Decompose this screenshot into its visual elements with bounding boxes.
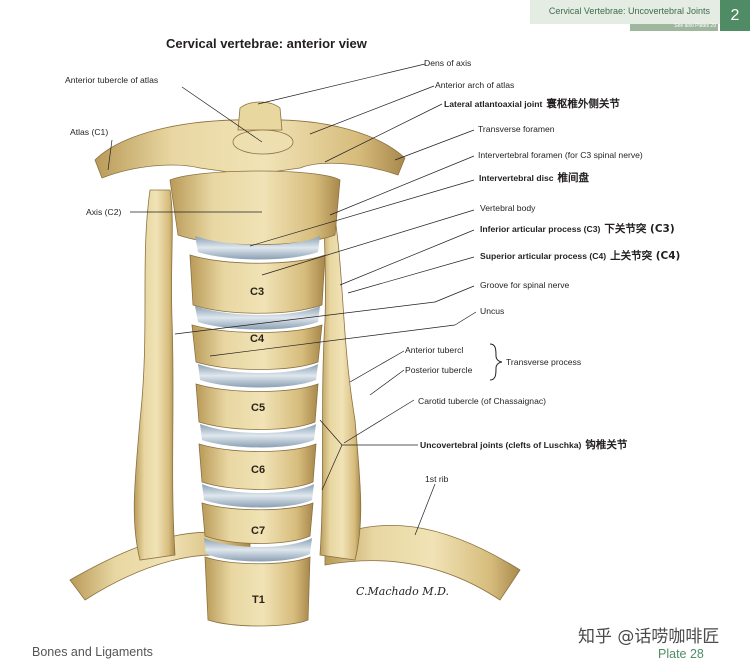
label-axis: Axis (C2) [86, 207, 122, 217]
label-posterior-tubercle: Posterior tubercle [405, 365, 473, 375]
footer-plate-number: Plate 28 [658, 647, 704, 661]
label-first-rib: 1st rib [425, 474, 449, 484]
label-intervertebral-disc-cn: 椎间盘 [557, 172, 590, 184]
running-title: Cervical Vertebrae: Uncovertebral Joints [548, 6, 710, 16]
cross-ref-band [630, 24, 718, 31]
label-intervertebral-foramen: Intervertebral foramen (for C3 spinal ne… [478, 150, 643, 160]
label-dens: Dens of axis [424, 58, 472, 68]
label-groove-spinal-nerve: Groove for spinal nerve [480, 280, 570, 290]
header-band [530, 0, 720, 24]
watermark: 知乎 @话唠咖啡匠 [578, 627, 720, 647]
chapter-number: 2 [720, 0, 750, 31]
disc-group [195, 236, 320, 562]
label-carotid-tubercle: Carotid tubercle (of Chassaignac) [418, 396, 547, 406]
vertebra-label-c4: C4 [250, 333, 265, 345]
vertebra-label-c7: C7 [251, 525, 266, 537]
label-uncovertebral-joints-cn: 钩椎关节 [585, 439, 628, 451]
vertebra-label-c3: C3 [250, 286, 265, 298]
figure-title: Cervical vertebrae: anterior view [166, 36, 367, 51]
label-inferior-articular: Inferior articular process (C3)下关节突 (C3) [480, 223, 675, 235]
label-vertebral-body: Vertebral body [480, 203, 536, 213]
label-uncus: Uncus [480, 306, 505, 316]
label-transverse-foramen: Transverse foramen [478, 124, 555, 134]
artist-signature: C.Machado M.D. [356, 585, 449, 598]
vertebra-label-t1: T1 [252, 594, 265, 606]
label-superior-articular: Superior articular process (C4)上关节突 (C4) [480, 250, 681, 262]
label-anterior-tubercle-atlas: Anterior tubercle of atlas [65, 75, 159, 85]
label-lateral-atlantoaxial-cn: 寰枢椎外侧关节 [546, 98, 620, 110]
label-transverse-process: Transverse process [506, 357, 582, 367]
cross-ref-text: See also Plates 29 [674, 23, 716, 29]
vertebra-label-c5: C5 [251, 402, 266, 414]
label-anterior-tubercle: Anterior tubercl [405, 345, 464, 355]
label-uncovertebral-joints: Uncovertebral joints (clefts of Luschka)… [420, 439, 628, 451]
label-anterior-arch-atlas: Anterior arch of atlas [435, 80, 515, 90]
vertebra-label-c6: C6 [251, 464, 266, 476]
label-superior-articular-cn: 上关节突 (C4) [610, 250, 681, 262]
leader-lines [107, 63, 477, 536]
footer-section: Bones and Ligaments [32, 645, 153, 659]
label-inferior-articular-cn: 下关节突 (C3) [604, 223, 675, 235]
label-atlas: Atlas (C1) [70, 127, 109, 137]
vertebral-bodies [189, 254, 326, 627]
transverse-brace [489, 343, 503, 381]
